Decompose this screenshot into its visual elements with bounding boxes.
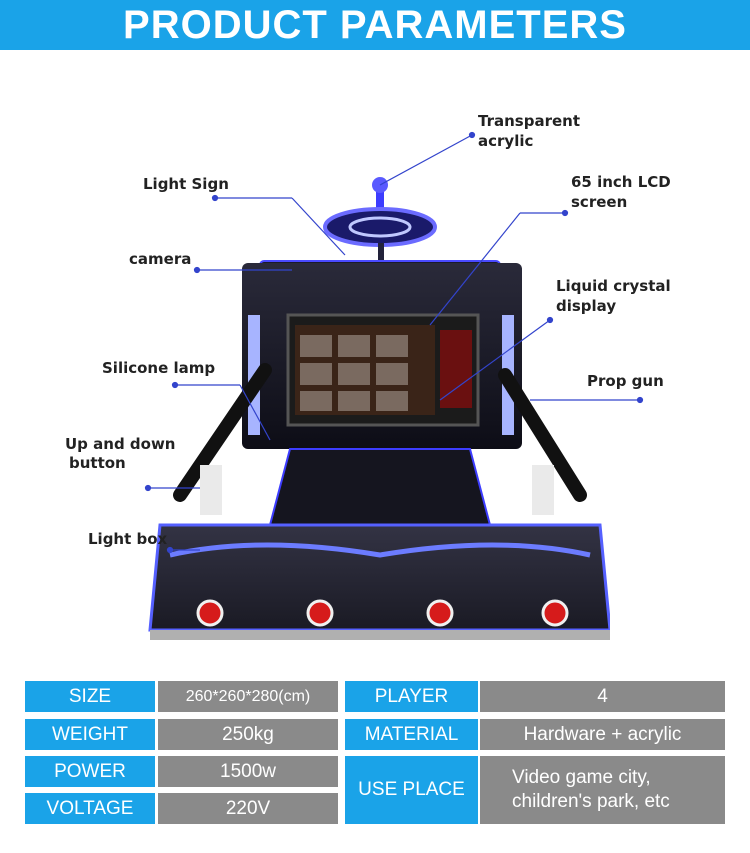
spec-material-value: Hardware + acrylic xyxy=(480,719,725,750)
spec-use-place-value: Video game city, children's park, etc xyxy=(480,756,725,824)
arcade-machine-illustration: ■■■■ xyxy=(148,177,610,640)
callout-light-box: Light box xyxy=(88,530,168,548)
spec-use-place-line1: Video game city, xyxy=(512,767,651,788)
spec-size-label: SIZE xyxy=(25,681,155,712)
spec-weight-label: WEIGHT xyxy=(25,719,155,750)
callout-lcd-screen-line2: screen xyxy=(571,193,628,211)
callout-silicone-lamp: Silicone lamp xyxy=(102,359,216,377)
spec-voltage-label: VOLTAGE xyxy=(25,793,155,824)
spec-power-label: POWER xyxy=(25,756,155,787)
page-title: PRODUCT PARAMETERS xyxy=(123,3,627,47)
callout-leader-lines xyxy=(144,131,644,554)
spec-use-place-line2: children's park, etc xyxy=(512,791,670,812)
callout-up-down-button-line2: button xyxy=(69,454,126,472)
callout-transparent-acrylic-line2: acrylic xyxy=(478,132,534,150)
spec-material-label: MATERIAL xyxy=(345,719,478,750)
spec-player-label: PLAYER xyxy=(345,681,478,712)
callout-light-sign: Light Sign xyxy=(143,175,229,193)
spec-weight-value: 250kg xyxy=(158,719,338,750)
callout-up-down-button-line1: Up and down xyxy=(65,435,176,453)
callout-transparent-acrylic-line1: Transparent xyxy=(478,112,580,130)
spec-power-value: 1500w xyxy=(158,756,338,787)
callout-camera: camera xyxy=(129,250,192,268)
spec-voltage-value: 220V xyxy=(158,793,338,824)
spec-size-value: 260*260*280(cm) xyxy=(158,681,338,712)
header-banner xyxy=(0,0,750,50)
callout-liquid-crystal-line1: Liquid crystal xyxy=(556,277,671,295)
callout-lcd-screen-line1: 65 inch LCD xyxy=(571,173,671,191)
callout-prop-gun: Prop gun xyxy=(587,372,664,390)
spec-player-value: 4 xyxy=(480,681,725,712)
spec-use-place-label: USE PLACE xyxy=(345,756,478,824)
callout-liquid-crystal-line2: display xyxy=(556,297,617,315)
